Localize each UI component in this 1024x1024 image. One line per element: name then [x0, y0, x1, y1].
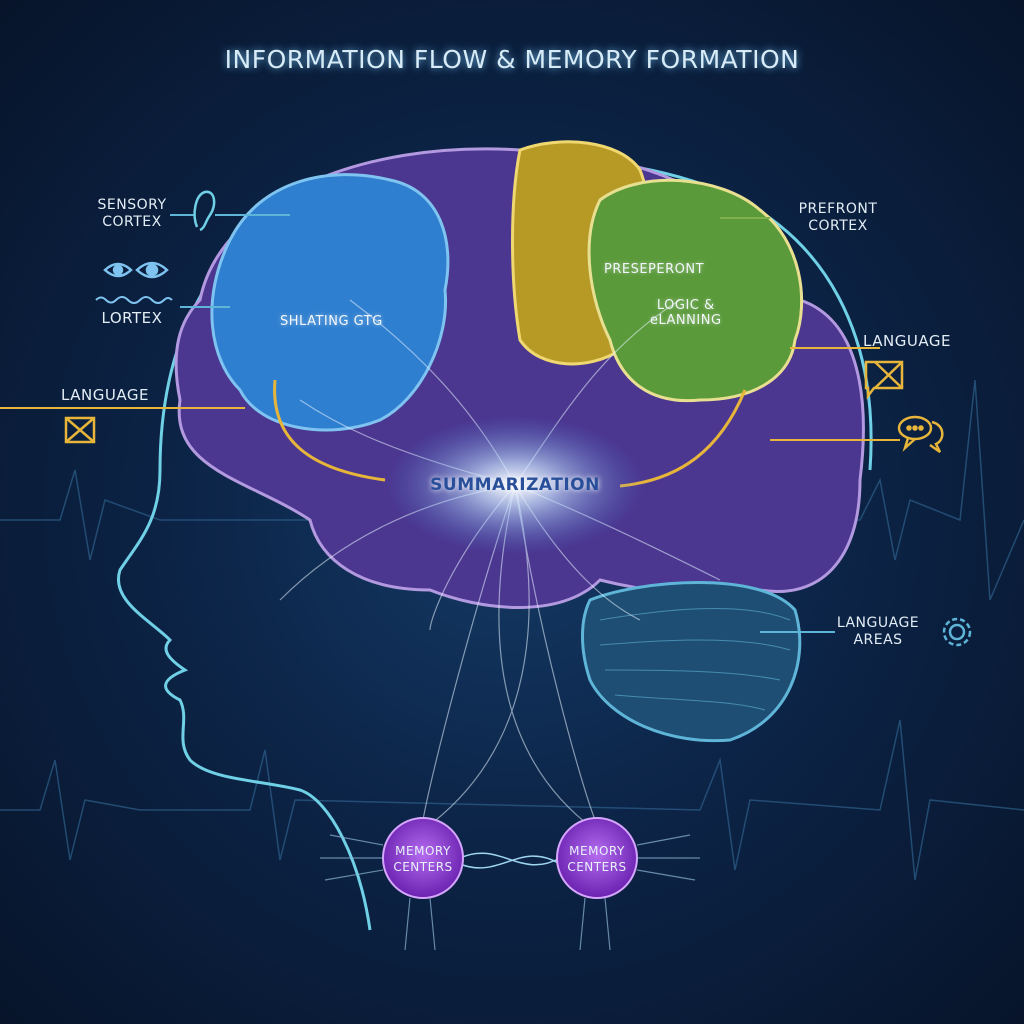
label-line: CENTERS [567, 860, 627, 874]
label-line: AREAS [853, 632, 903, 648]
label-line: CORTEX [808, 218, 868, 234]
summarization-glow [385, 415, 645, 555]
prefront-cortex-label: PREFRONT CORTEX [788, 201, 888, 235]
memory-center-label-left: MEMORY CENTERS [383, 843, 463, 875]
prefrontal-lobe [587, 178, 804, 403]
language-label-left: LANGUAGE [61, 386, 149, 404]
gear-icon [942, 617, 972, 647]
eyes-icon [103, 261, 169, 279]
label-line: LOGIC & [656, 298, 715, 313]
label-line: CORTEX [102, 214, 162, 230]
label-line: MEMORY [395, 844, 451, 858]
label-line: SENSORY [97, 197, 167, 213]
summarization-label: SUMMARIZATION [430, 475, 600, 495]
cerebellum [581, 581, 802, 743]
memory-center-label-right: MEMORY CENTERS [557, 843, 637, 875]
green-lobe-title: PRESEPERONT [604, 262, 705, 277]
chat-bubbles-icon [897, 415, 944, 454]
sensory-lobe [210, 173, 450, 432]
label-line: CENTERS [393, 860, 453, 874]
label-line: eLANNING [650, 313, 722, 328]
script-squiggle-icon [95, 296, 173, 304]
language-label-right: LANGUAGE [863, 332, 951, 350]
label-line: MEMORY [569, 844, 625, 858]
ear-icon [193, 190, 216, 232]
lortex-label: LORTEX [101, 309, 163, 327]
sensory-cortex-label: SENSORY CORTEX [82, 197, 182, 231]
head-outline [116, 156, 873, 931]
envelope-icon-right [864, 360, 904, 400]
ecg-waves [0, 379, 1024, 881]
label-line: LANGUAGE [836, 615, 920, 631]
envelope-icon-left [64, 416, 96, 444]
label-line: PREFRONT [798, 201, 878, 217]
page-title: INFORMATION FLOW & MEMORY FORMATION [224, 45, 800, 74]
green-lobe-subtitle: LOGIC & eLANNING [650, 298, 722, 328]
blue-lobe-text: SHLATING GTG [280, 314, 383, 329]
language-areas-label: LANGUAGE AREAS [828, 615, 928, 649]
